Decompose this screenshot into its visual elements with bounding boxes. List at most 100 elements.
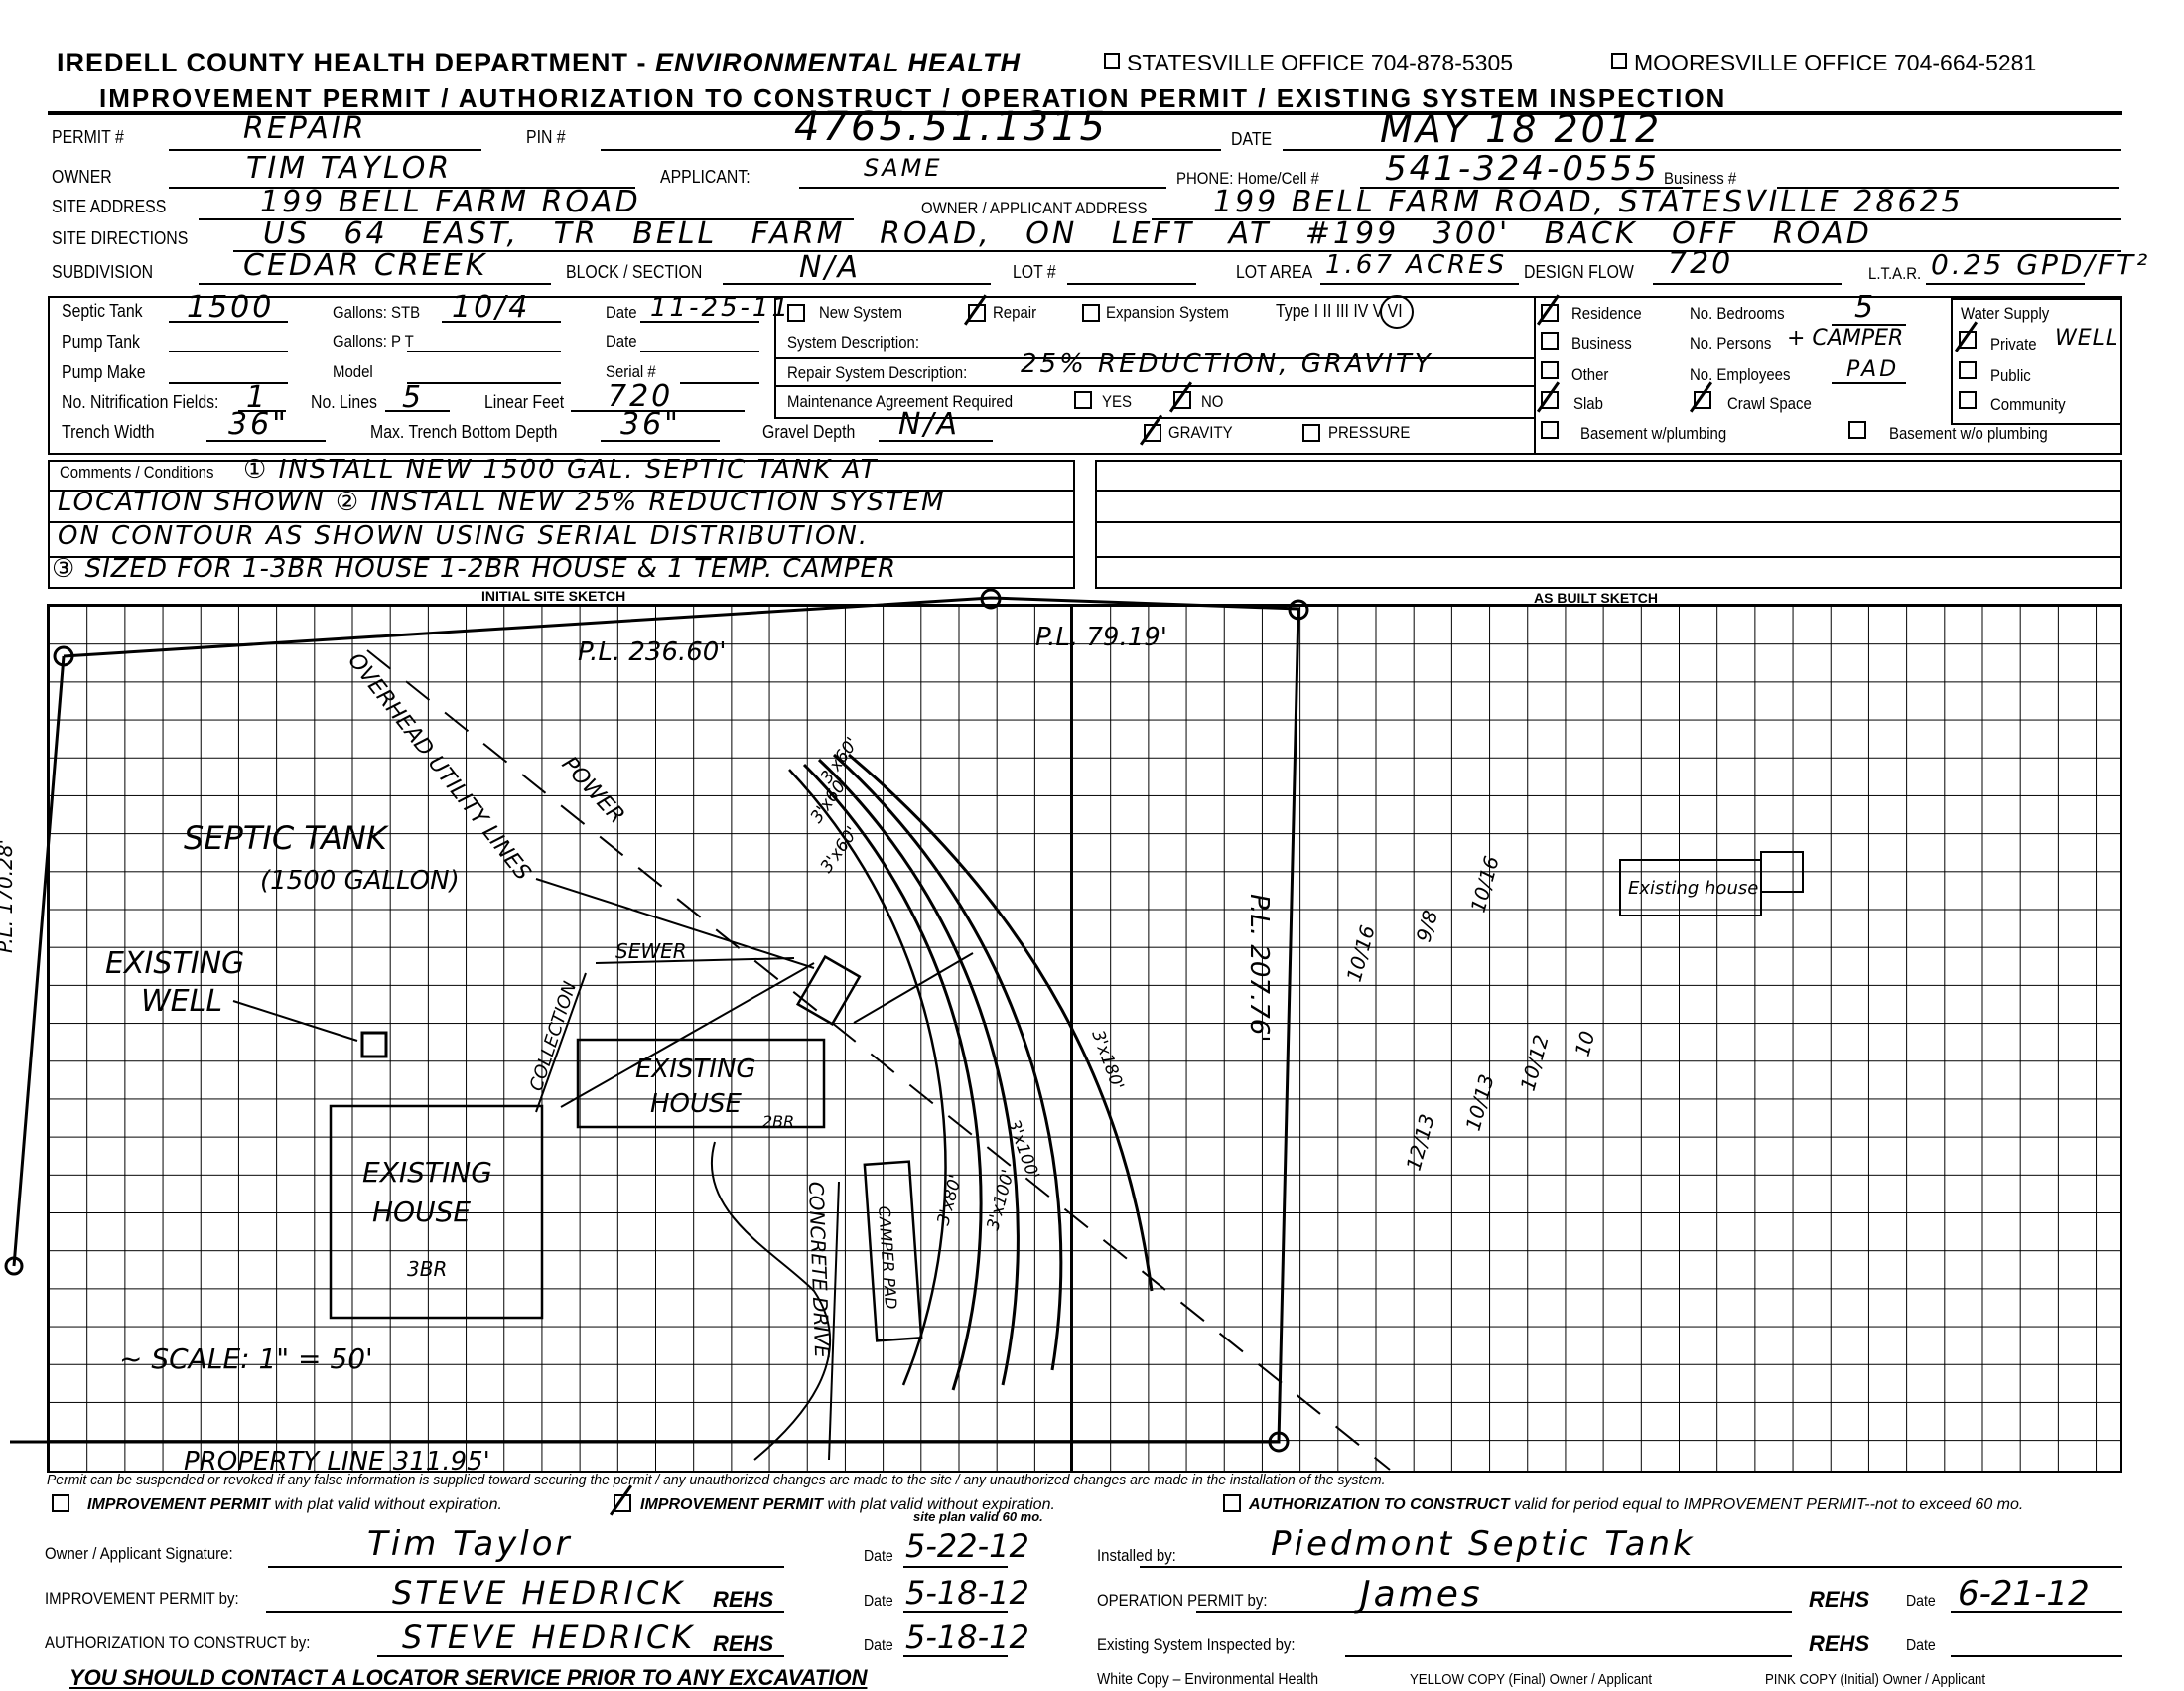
maintenance-no-checkbox[interactable] — [1173, 391, 1191, 409]
block-value[interactable]: N/A — [799, 250, 862, 285]
op-sig-line — [1196, 1611, 1792, 1613]
other-checkbox[interactable] — [1541, 361, 1559, 379]
statesville-checkbox[interactable] — [1104, 53, 1120, 69]
as-built-sketch-grid — [1070, 604, 2122, 1473]
applicant-line — [799, 187, 1166, 189]
stb-value[interactable]: 10/4 — [452, 290, 531, 325]
collection-line — [535, 972, 587, 1113]
persons-value[interactable]: + CAMPER — [1787, 326, 1904, 351]
slab-checkbox[interactable] — [1541, 391, 1559, 409]
community-checkbox[interactable] — [1959, 391, 1977, 409]
owner-sig-line — [268, 1566, 784, 1568]
comment-line-4[interactable]: ③ SIZED FOR 1-3BR HOUSE 1-2BR HOUSE & 1 … — [52, 554, 897, 584]
ip-without-expiration-checkbox[interactable] — [52, 1494, 69, 1512]
depth-value[interactable]: 36" — [620, 407, 681, 442]
lines-line — [385, 410, 450, 412]
owner-value[interactable]: TIM TAYLOR — [246, 151, 453, 186]
business-checkbox[interactable] — [1541, 332, 1559, 350]
phone-value[interactable]: 541-324-0555 — [1385, 149, 1660, 189]
house2-label-1: EXISTING — [635, 1055, 756, 1084]
trench-width-label: Trench Width — [62, 422, 155, 442]
subdivision-value[interactable]: CEDAR CREEK — [243, 248, 488, 283]
gravel-value[interactable]: N/A — [898, 407, 961, 442]
pump-tank-label: Pump Tank — [62, 332, 140, 352]
comments-rule — [48, 490, 1075, 523]
site-address-label: SITE ADDRESS — [52, 197, 167, 216]
private-note[interactable]: WELL — [2055, 326, 2119, 351]
ltar-value[interactable]: 0.25 GPD/FT² — [1931, 248, 2151, 281]
design-flow-value[interactable]: 720 — [1668, 246, 1734, 281]
owner-address-line — [1152, 218, 2121, 220]
septic-tank-shape — [795, 954, 862, 1026]
op-signature[interactable]: James — [1360, 1574, 1483, 1615]
business-line — [1777, 187, 2119, 189]
comments-rule — [1095, 556, 2122, 558]
gravity-checkbox[interactable] — [1144, 424, 1161, 442]
as-built-measure: 10/16 — [1342, 922, 1380, 984]
op-rehs: REHS — [1809, 1587, 1870, 1612]
nitr-line — [238, 410, 286, 412]
crawl-space-label: Crawl Space — [1727, 394, 1812, 413]
owner-address-value[interactable]: 199 BELL FARM ROAD, STATESVILLE 28625 — [1213, 185, 1964, 219]
permit-value[interactable]: REPAIR — [243, 111, 367, 146]
pressure-checkbox[interactable] — [1302, 424, 1320, 442]
well — [360, 1031, 388, 1058]
permit-label: PERMIT # — [52, 127, 124, 147]
trench-label: 3'x100' — [984, 1168, 1020, 1233]
ip-site-plan-checkbox[interactable] — [614, 1494, 631, 1512]
atc-date[interactable]: 5-18-12 — [905, 1619, 1029, 1656]
private-checkbox[interactable] — [1959, 331, 1977, 349]
septic-tank-value[interactable]: 1500 — [187, 290, 275, 325]
comment-line-2[interactable]: LOCATION SHOWN ② INSTALL NEW 25% REDUCTI… — [58, 488, 946, 517]
trench-width-value[interactable]: 36" — [228, 407, 289, 442]
type-selected-circle — [1380, 295, 1414, 329]
crawl-space-checkbox[interactable] — [1694, 391, 1711, 409]
basement-wo-checkbox[interactable] — [1848, 421, 1866, 439]
owner-signature[interactable]: Tim Taylor — [367, 1524, 573, 1564]
lot-area-value[interactable]: 1.67 ACRES — [1325, 250, 1508, 280]
site-address-value[interactable]: 199 BELL FARM ROAD — [260, 185, 641, 219]
as-built-measure: 10 — [1570, 1028, 1600, 1058]
date-value[interactable]: MAY 18 2012 — [1380, 107, 1663, 151]
public-checkbox[interactable] — [1959, 361, 1977, 379]
tank-date-value[interactable]: 11-25-11 — [650, 293, 792, 323]
applicant-value[interactable]: SAME — [864, 154, 943, 182]
atc-by-label: AUTHORIZATION TO CONSTRUCT by: — [45, 1633, 311, 1652]
gravity-label: GRAVITY — [1168, 423, 1233, 442]
basement-w-checkbox[interactable] — [1541, 421, 1559, 439]
lines-value[interactable]: 5 — [402, 380, 425, 415]
date-label: DATE — [1231, 129, 1273, 149]
atc-sig-line — [377, 1655, 784, 1657]
residence-checkbox[interactable] — [1541, 304, 1559, 322]
linear-feet-value[interactable]: 720 — [608, 379, 674, 414]
well-label-2: WELL — [141, 984, 222, 1019]
date-line — [1283, 149, 2121, 151]
expansion-checkbox[interactable] — [1082, 304, 1100, 322]
new-system-checkbox[interactable] — [787, 304, 805, 322]
tank-date-line — [640, 321, 759, 323]
ip-option-2: IMPROVEMENT PERMIT with plat valid witho… — [640, 1496, 1055, 1514]
repair-checkbox[interactable] — [968, 304, 986, 322]
comment-line-3[interactable]: ON CONTOUR AS SHOWN USING SERIAL DISTRIB… — [58, 521, 870, 551]
comment-line-1[interactable]: ① INSTALL NEW 1500 GAL. SEPTIC TANK AT — [243, 455, 879, 485]
maintenance-yes-checkbox[interactable] — [1074, 391, 1092, 409]
atc-signature[interactable]: STEVE HEDRICK — [402, 1619, 696, 1656]
employees-value[interactable]: PAD — [1846, 357, 1900, 382]
op-date[interactable]: 6-21-12 — [1958, 1574, 2090, 1614]
directions-value[interactable]: US 64 EAST, TR BELL FARM ROAD, ON LEFT A… — [263, 216, 1872, 251]
linear-feet-label: Linear Feet — [484, 392, 565, 412]
pin-value[interactable]: 4765.51.1315 — [794, 104, 1108, 150]
pt-line — [407, 351, 561, 352]
mooresville-checkbox[interactable] — [1611, 53, 1627, 69]
nitrification-value[interactable]: 1 — [246, 380, 269, 415]
subdivision-line — [199, 283, 551, 285]
owner-date[interactable]: 5-22-12 — [905, 1527, 1029, 1565]
ip-date[interactable]: 5-18-12 — [905, 1574, 1029, 1612]
ip-signature[interactable]: STEVE HEDRICK — [392, 1574, 686, 1612]
installed-by[interactable]: Piedmont Septic Tank — [1271, 1524, 1696, 1564]
repair-desc-value[interactable]: 25% REDUCTION, GRAVITY — [1021, 350, 1433, 379]
site-plan-validity: site plan valid 60 mo. — [913, 1509, 1043, 1524]
atc-checkbox[interactable] — [1223, 1494, 1241, 1512]
bedrooms-value[interactable]: 5 — [1854, 290, 1877, 325]
